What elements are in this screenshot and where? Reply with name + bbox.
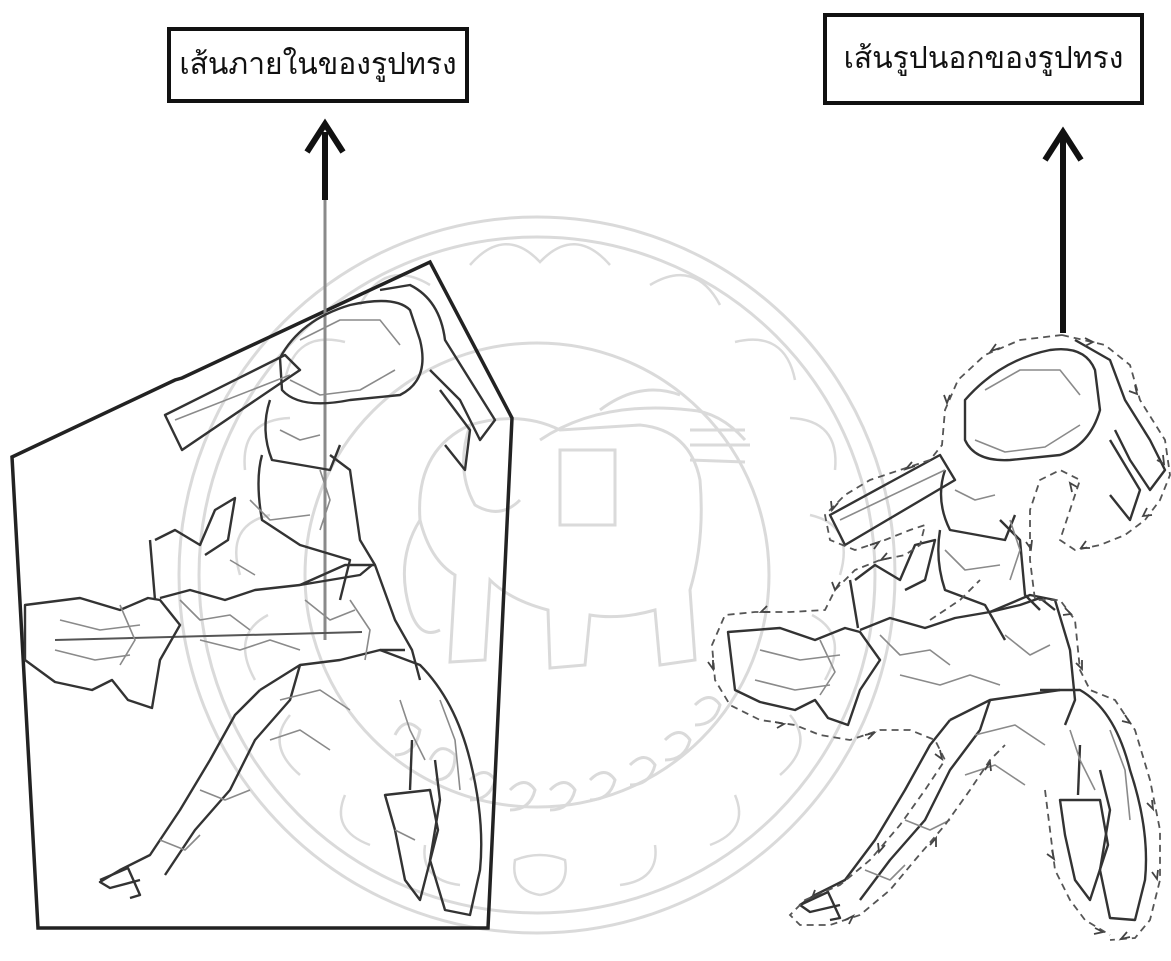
university-seal-watermark: [179, 217, 895, 933]
inner-guide-horizontal: [55, 632, 362, 640]
outer-lines-label: เส้นรูปนอกของรูปทรง: [823, 13, 1144, 105]
inner-lines-figure: [12, 195, 512, 928]
outer-lines-label-text: เส้นรูปนอกของรูปทรง: [844, 44, 1124, 74]
arrow-up-icon: [1045, 132, 1081, 333]
arrow-up-icon: [307, 124, 343, 200]
outer-lines-figure: [708, 335, 1170, 940]
inner-lines-label-text: เส้นภายในของรูปทรง: [179, 50, 456, 80]
inner-lines-label: เส้นภายในของรูปทรง: [167, 27, 469, 103]
